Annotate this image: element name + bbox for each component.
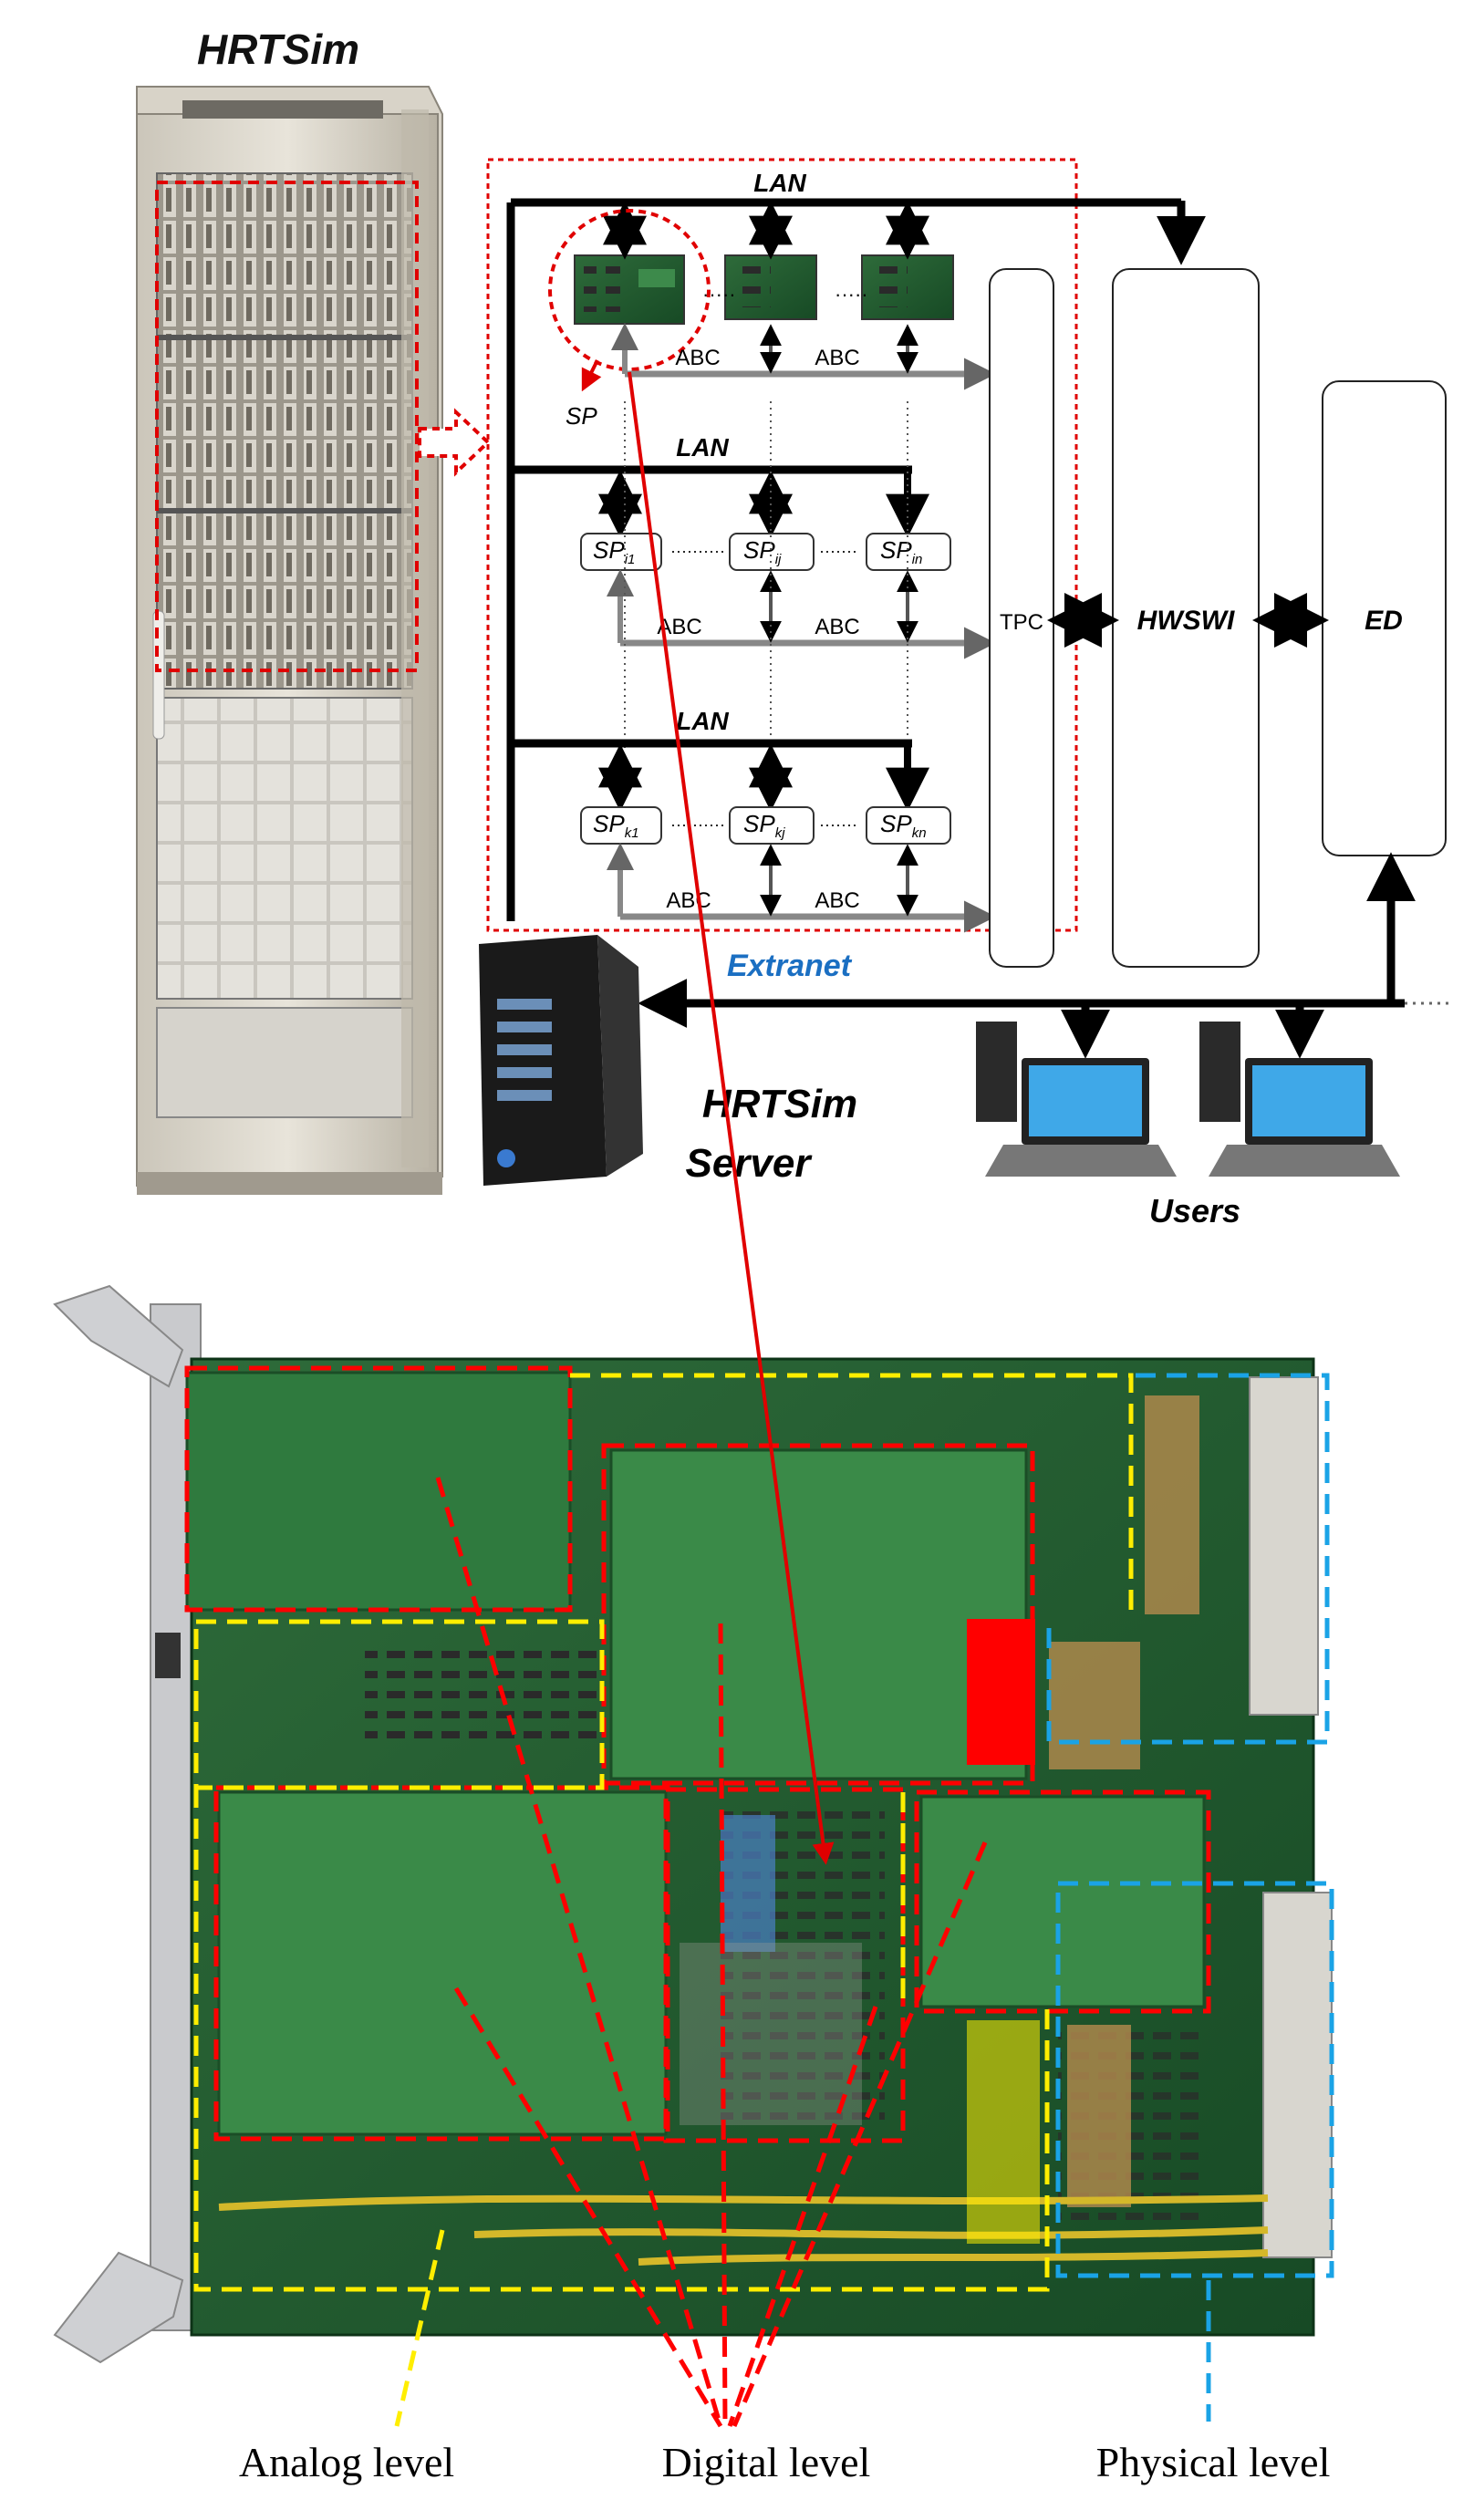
digital-pointers — [435, 1477, 988, 2428]
svg-text:SPkj: SPkj — [743, 810, 785, 841]
analog-pointer — [394, 2229, 445, 2427]
sp-ellipsis-r3b: ······· — [819, 815, 857, 834]
digital-level-label: Digital level — [662, 2439, 871, 2485]
cabinet-to-diagram-arrow — [418, 408, 491, 477]
board-ellipsis-2: ····· — [835, 283, 868, 306]
pcb-board — [53, 1284, 1333, 2364]
abc-label-2b: ABC — [815, 615, 859, 639]
sp-ellipsis-r2b: ······· — [819, 542, 857, 560]
sp-board-2 — [724, 254, 817, 320]
server-label-2: Server — [685, 1141, 813, 1186]
sp-board-1 — [574, 254, 685, 325]
sp-ellipsis-r3a: ·········· — [670, 815, 725, 834]
user-computer-1 — [976, 1022, 1177, 1177]
ed-label: ED — [1365, 606, 1403, 636]
simulator-box — [486, 158, 1078, 932]
svg-text:SPi1: SPi1 — [593, 536, 635, 567]
lan-label-3: LAN — [676, 707, 729, 735]
cabinet-highlight-box — [155, 181, 419, 672]
lan-label-2: LAN — [676, 433, 729, 462]
abc-label-1a: ABC — [675, 346, 720, 370]
sp-board-3 — [861, 254, 954, 320]
digital-level-outlines — [184, 1365, 1211, 2143]
abc-label-3a: ABC — [666, 888, 711, 913]
sp-highlight-circle — [548, 209, 711, 371]
svg-text:SPk1: SPk1 — [593, 810, 639, 841]
svg-text:SPkn: SPkn — [880, 810, 927, 841]
server-icon — [479, 935, 643, 1186]
sp-box-i1: SPi1 — [580, 533, 662, 571]
physical-level-outlines — [1046, 1373, 1334, 2278]
analog-level-outlines — [193, 1373, 1134, 2292]
hwswi-label: HWSWI — [1137, 606, 1235, 636]
sp-ellipsis-r2a: ·········· — [670, 542, 725, 560]
analog-level-label: Analog level — [239, 2439, 454, 2485]
cabinet-title: HRTSim — [197, 26, 359, 73]
user-computer-2 — [1199, 1022, 1400, 1177]
lan-label-1: LAN — [753, 169, 806, 197]
extranet-label: Extranet — [727, 949, 853, 983]
sp-box-kn: SPkn — [866, 806, 951, 845]
sp-box-ij: SPij — [729, 533, 815, 571]
sp-to-board-arrow — [628, 371, 835, 1865]
users-label: Users — [1149, 1192, 1240, 1229]
sp-box-in: SPin — [866, 533, 951, 571]
block-diagram: LAN ····· ····· SP ABC ABC — [486, 158, 1450, 1059]
sp-callout-label: SP — [566, 402, 597, 430]
sp-box-k1: SPk1 — [580, 806, 662, 845]
abc-label-3b: ABC — [815, 888, 859, 913]
hrtsim-cabinet — [136, 86, 443, 1195]
tpc-label: TPC — [1000, 610, 1043, 635]
sp-box-kj: SPkj — [729, 806, 815, 845]
abc-label-1b: ABC — [815, 346, 859, 370]
physical-level-label: Physical level — [1096, 2439, 1331, 2485]
